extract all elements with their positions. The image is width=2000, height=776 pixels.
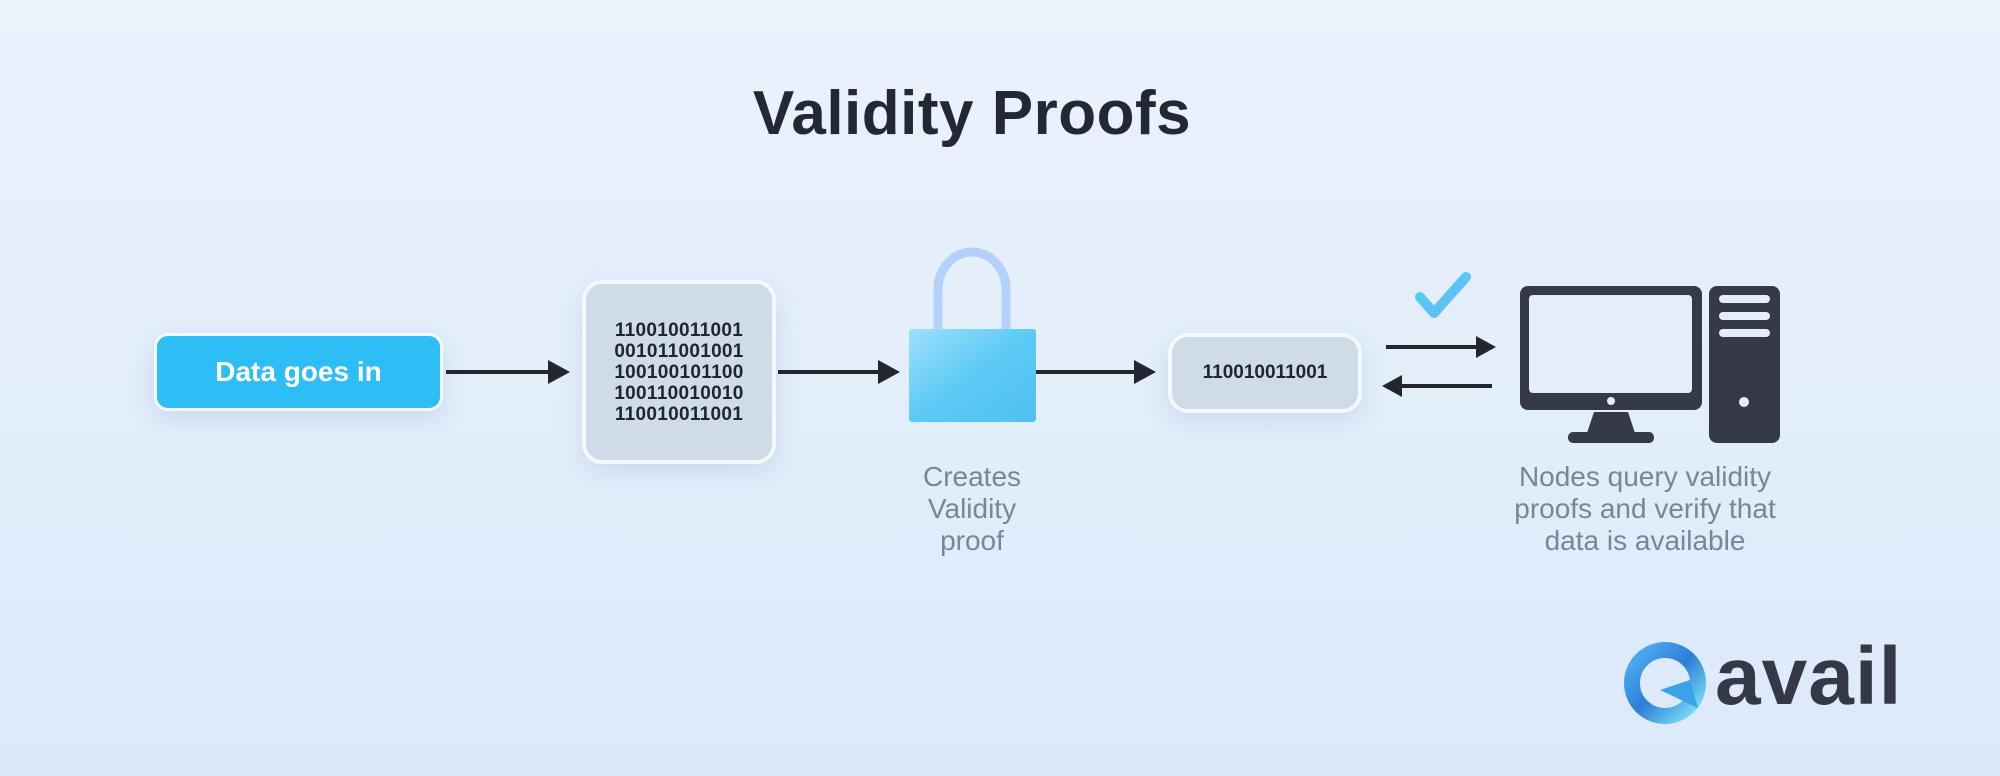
arrow-right-icon bbox=[1036, 360, 1156, 384]
arrow-right-icon bbox=[1386, 336, 1496, 358]
binary-line: 001011001001 bbox=[614, 340, 744, 362]
binary-line: 110010011001 bbox=[614, 319, 744, 341]
caption-line: data is available bbox=[1544, 525, 1746, 556]
arrow-right-icon bbox=[778, 360, 900, 384]
caption-line: Validity bbox=[927, 493, 1017, 524]
avail-logo bbox=[1624, 642, 1706, 724]
nodes-caption: Nodes query validity proofs and verify t… bbox=[1480, 461, 1810, 557]
binary-line: 100110010010 bbox=[614, 382, 744, 404]
logo-text: avail bbox=[1715, 631, 1903, 722]
computer-icon bbox=[1520, 286, 1780, 443]
lock-icon bbox=[909, 247, 1036, 422]
lock-caption: Creates Validity proof bbox=[872, 461, 1072, 557]
proof-block: 110010011001 bbox=[1168, 333, 1362, 413]
binary-line: 100100101100 bbox=[614, 361, 744, 383]
proof-value: 110010011001 bbox=[1202, 362, 1328, 383]
page-title: Validity Proofs bbox=[752, 79, 1192, 148]
caption-line: proof bbox=[940, 525, 1004, 556]
binary-data-block: 110010011001 001011001001 100100101100 1… bbox=[582, 280, 776, 464]
caption-line: Nodes query validity bbox=[1518, 461, 1772, 492]
checkmark-icon bbox=[1415, 272, 1471, 318]
caption-line: proofs and verify that bbox=[1514, 493, 1776, 524]
data-goes-in-node: Data goes in bbox=[154, 333, 443, 411]
arrow-left-icon bbox=[1382, 375, 1492, 397]
binary-line: 110010011001 bbox=[614, 403, 744, 425]
arrow-right-icon bbox=[446, 360, 570, 384]
caption-line: Creates bbox=[922, 461, 1022, 492]
